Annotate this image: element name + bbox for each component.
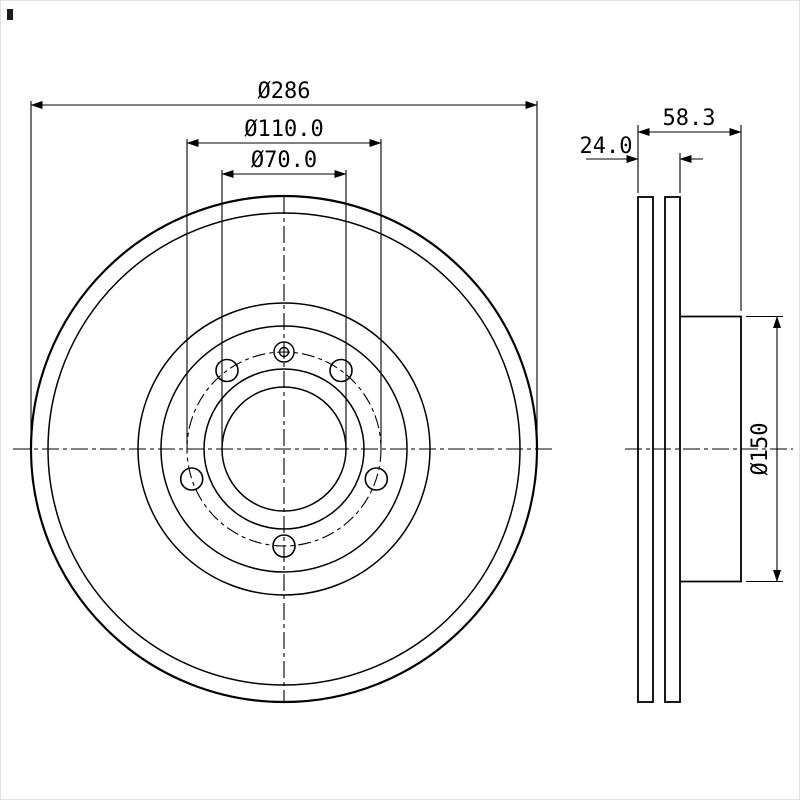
front-view-dimensions: Ø286 Ø110.0 Ø70.0 <box>30 79 538 444</box>
pin-hole-inner <box>278 346 290 358</box>
bolt-hole <box>179 467 204 491</box>
locating-pin-hole <box>273 341 295 363</box>
dim-disc-thickness: 24.0 <box>580 134 703 193</box>
dim-bolt-circle-diameter: Ø110.0 <box>186 117 382 444</box>
hat-profile <box>680 315 742 583</box>
bolt-hole <box>272 534 296 558</box>
total-height-label: 58.3 <box>663 106 716 131</box>
bolt-circle-label: Ø110.0 <box>244 117 323 142</box>
corner-mark <box>7 9 13 20</box>
friction-surface-inner-circle <box>137 302 431 596</box>
bolt-holes <box>179 358 389 558</box>
outer-diameter-label: Ø286 <box>258 79 311 104</box>
hub-face-circle <box>203 368 365 530</box>
center-bore-label: Ø70.0 <box>251 148 317 173</box>
dim-center-bore-diameter: Ø70.0 <box>221 148 347 444</box>
outer-chamfer-circle <box>47 212 521 686</box>
hat-edge-circle <box>160 325 408 573</box>
pin-hole-outer <box>273 341 295 363</box>
inboard-friction-plate <box>664 196 681 703</box>
disc-thickness-label: 24.0 <box>580 134 633 159</box>
side-view-dimensions: 58.3 24.0 Ø150 <box>580 106 783 583</box>
bolt-hole <box>364 467 389 491</box>
hat-diameter-label: Ø150 <box>748 423 773 476</box>
bolt-circle-dashed <box>186 351 382 547</box>
bolt-hole <box>215 358 239 383</box>
dim-total-height: 58.3 <box>637 106 742 311</box>
center-bore-circle <box>221 386 347 512</box>
front-view <box>13 194 555 704</box>
side-view <box>625 196 793 703</box>
dim-outer-diameter: Ø286 <box>30 79 538 444</box>
dim-hat-diameter: Ø150 <box>746 315 783 583</box>
bolt-hole <box>329 358 353 383</box>
outer-diameter-circle <box>29 194 539 704</box>
outboard-friction-plate <box>637 196 654 703</box>
